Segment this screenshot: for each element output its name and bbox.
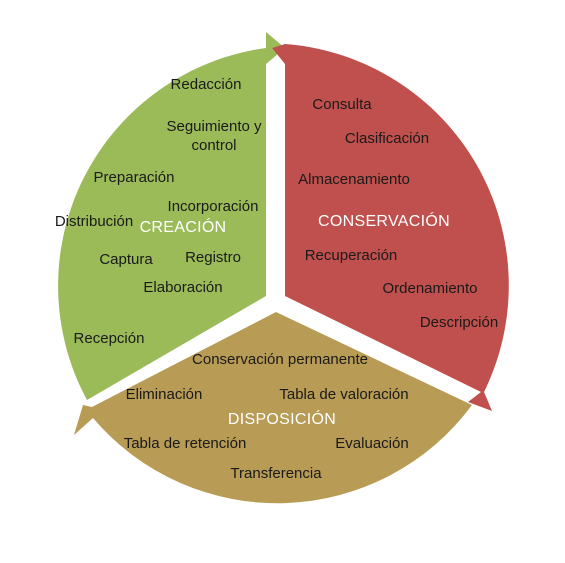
item-tabla-valoracion: Tabla de valoración [279,386,408,403]
item-preparacion: Preparación [94,169,175,186]
segment-conservacion: CONSERVACIÓN Consulta Clasificación Alma… [272,44,509,411]
item-seguimiento: Seguimiento y [166,118,262,135]
segment-creacion: CREACIÓN Redacción Seguimiento y control… [55,32,285,400]
item-incorporacion: Incorporación [168,198,259,215]
item-conservacion-permanente: Conservación permanente [192,351,368,368]
segment-disposicion: DISPOSICIÓN Conservación permanente Elim… [74,312,472,504]
item-registro: Registro [185,249,241,266]
item-captura: Captura [99,251,153,268]
item-almacenamiento: Almacenamiento [298,171,410,188]
item-elaboracion: Elaboración [143,279,222,296]
segment-conservacion-arc [272,44,509,411]
item-recuperacion: Recuperación [305,247,398,264]
title-disposicion: DISPOSICIÓN [228,409,336,428]
title-conservacion: CONSERVACIÓN [318,211,450,230]
segment-creacion-arc [58,32,285,400]
item-evaluacion: Evaluación [335,435,408,452]
item-distribucion: Distribución [55,213,133,230]
item-tabla-retencion: Tabla de retención [124,435,247,452]
item-eliminacion: Eliminación [126,386,203,403]
item-clasificacion: Clasificación [345,130,429,147]
item-consulta: Consulta [312,96,372,113]
item-ordenamiento: Ordenamiento [382,280,477,297]
title-creacion: CREACIÓN [140,217,227,236]
item-redaccion: Redacción [171,76,242,93]
item-recepcion: Recepción [74,330,145,347]
item-control: control [191,137,236,154]
item-transferencia: Transferencia [230,465,322,482]
item-descripcion: Descripción [420,314,498,331]
segment-disposicion-arc [74,312,472,504]
